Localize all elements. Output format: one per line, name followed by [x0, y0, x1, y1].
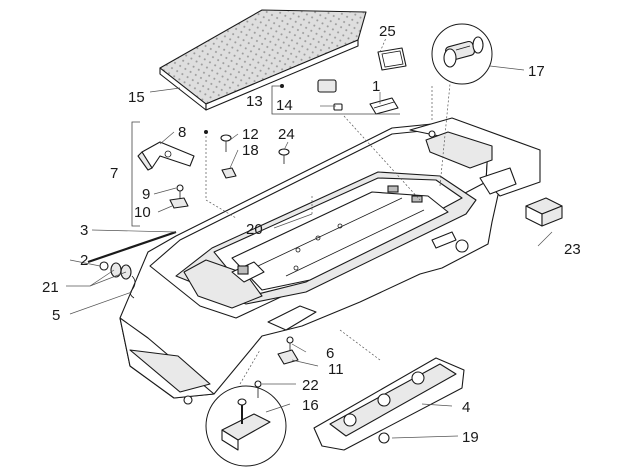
callout-20: 20 — [246, 221, 263, 238]
callout-15: 15 — [128, 89, 145, 106]
plug-part — [317, 79, 343, 111]
callout-2: 2 — [80, 252, 88, 269]
label-sticker-part — [377, 47, 407, 71]
callout-6: 6 — [326, 345, 334, 362]
callout-25: 25 — [379, 23, 396, 40]
callout-18: 18 — [242, 142, 259, 159]
callout-9: 9 — [142, 186, 150, 203]
callout-12: 12 — [242, 126, 259, 143]
base-plate-part — [313, 357, 465, 451]
callout-14: 14 — [276, 97, 293, 114]
small-bracket-part — [277, 336, 299, 365]
callout-13: 13 — [246, 93, 263, 110]
lock-clip-part — [205, 380, 287, 467]
storage-compartment-body — [119, 117, 541, 405]
callout-5: 5 — [52, 307, 60, 324]
callout-23: 23 — [564, 241, 581, 258]
clip-part — [369, 97, 399, 115]
callout-3: 3 — [80, 222, 88, 239]
callout-10: 10 — [134, 204, 151, 221]
callout-4: 4 — [462, 399, 470, 416]
callout-1: 1 — [372, 78, 380, 95]
bracket-part — [137, 141, 195, 171]
rubber-mat-part — [159, 9, 367, 111]
callout-labels: 25 17 1 15 13 14 8 12 24 18 7 9 10 20 3 … — [42, 23, 581, 446]
callout-16: 16 — [302, 397, 319, 414]
callout-24: 24 — [278, 126, 295, 143]
callout-22: 22 — [302, 377, 319, 394]
lock-cylinder-part — [431, 23, 493, 85]
callout-11: 11 — [328, 361, 344, 378]
screw-nut-part — [169, 184, 189, 209]
callout-7: 7 — [110, 165, 118, 182]
screws-part — [220, 134, 290, 179]
callout-21: 21 — [42, 279, 59, 296]
callout-19: 19 — [462, 429, 479, 446]
callout-17: 17 — [528, 63, 545, 80]
callout-8: 8 — [178, 124, 186, 141]
rubber-block-part — [525, 197, 563, 227]
leader-lines — [66, 37, 553, 439]
